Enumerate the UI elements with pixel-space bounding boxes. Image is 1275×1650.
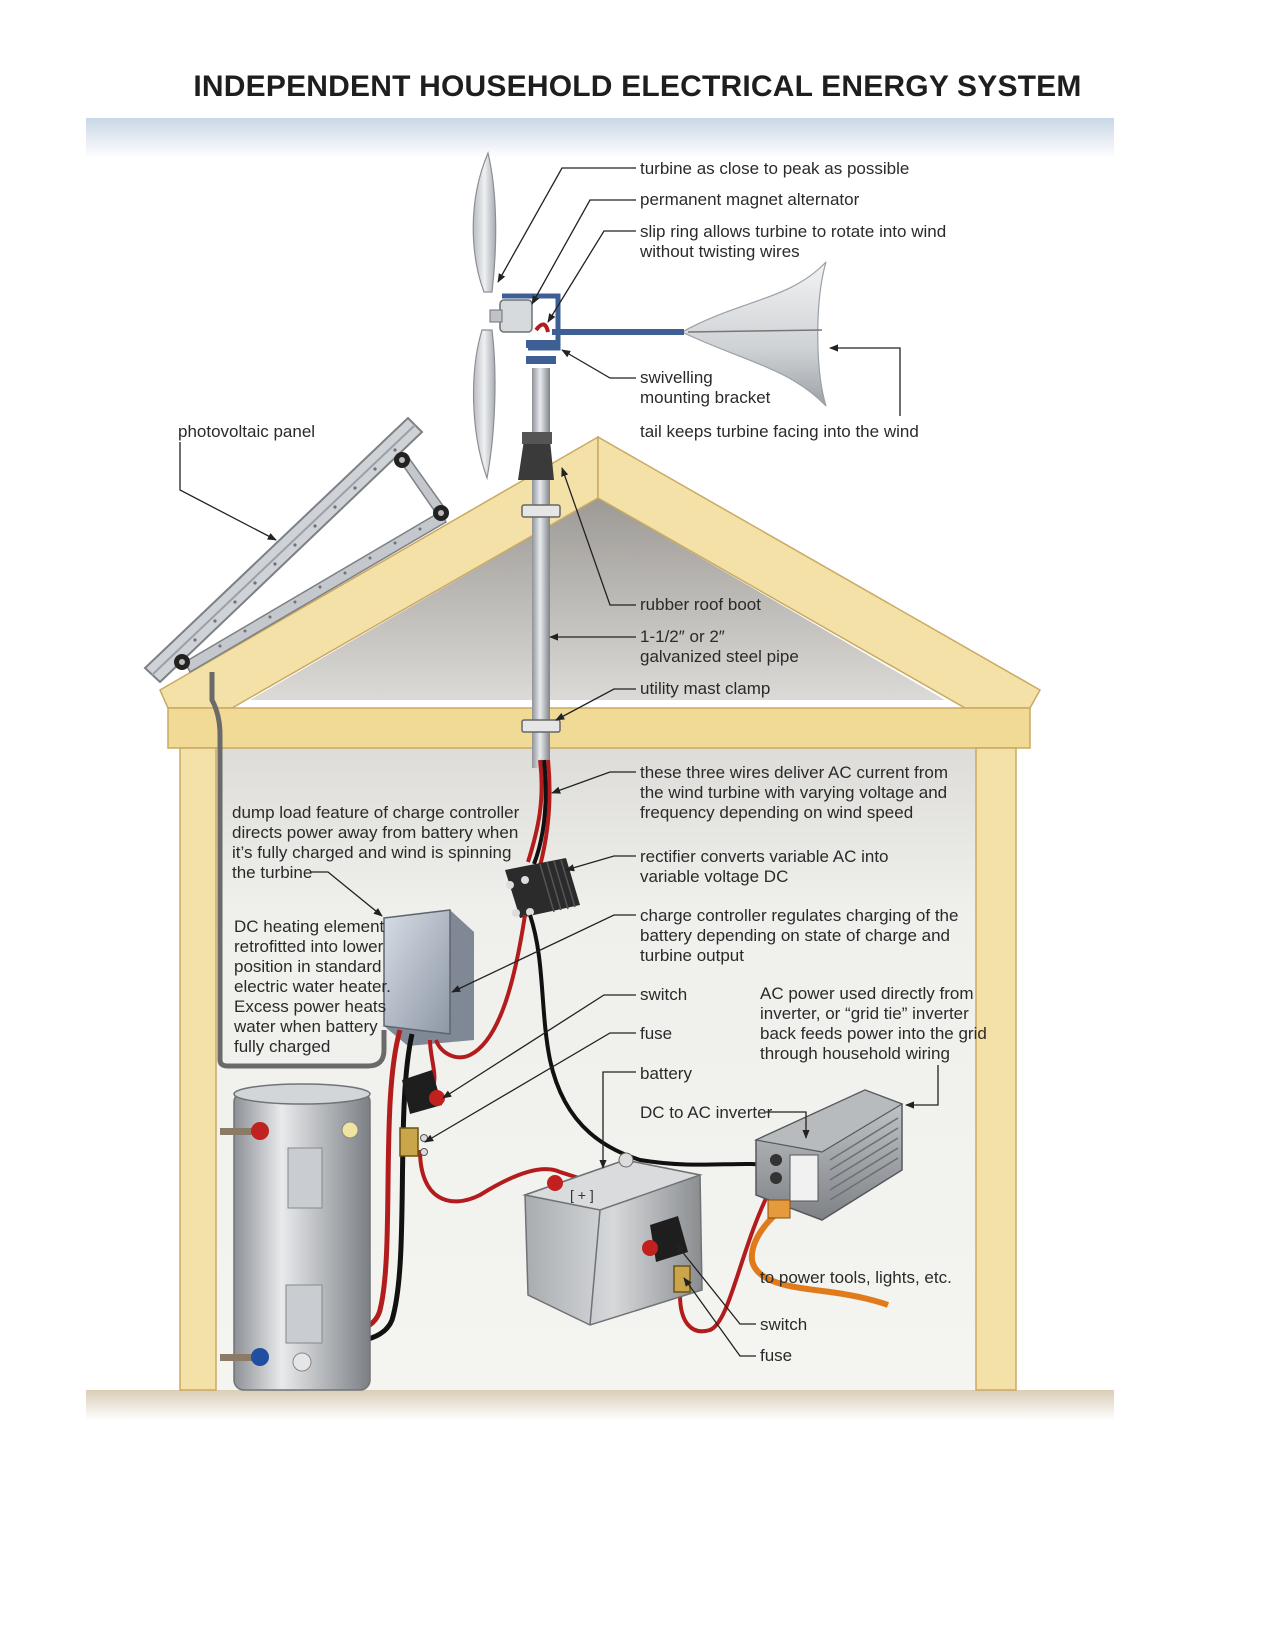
label-battery: battery xyxy=(640,1064,692,1083)
alternator xyxy=(499,299,533,333)
tail-fin xyxy=(680,261,827,407)
label-heating-element: DC heating element retrofitted into lowe… xyxy=(234,917,391,1056)
lower-fuse xyxy=(673,1265,691,1293)
label-mast-clamp: utility mast clamp xyxy=(640,679,771,698)
mast-clamp-lower xyxy=(521,719,561,733)
label-fuse-lower: fuse xyxy=(760,1346,793,1365)
photovoltaic-panel xyxy=(143,416,449,684)
label-ac-power: AC power used directly from inverter, or… xyxy=(760,984,987,1063)
leader-lines xyxy=(179,167,939,1357)
label-three-wires: these three wires deliver AC current fro… xyxy=(640,763,949,822)
battery: [ + ] xyxy=(522,1152,703,1326)
label-switch-lower: switch xyxy=(760,1315,808,1334)
label-power-tools: to power tools, lights, etc. xyxy=(760,1268,952,1287)
label-switch-upper: switch xyxy=(640,985,688,1004)
ac-wire-red-1 xyxy=(526,759,544,863)
sky-band xyxy=(86,118,1114,158)
wind-turbine xyxy=(472,151,827,481)
svg-text:[ + ]: [ + ] xyxy=(570,1187,594,1203)
battery-terminal-negative xyxy=(618,1152,634,1168)
power-cord xyxy=(748,1202,890,1308)
ac-wire-black xyxy=(532,759,548,865)
label-bracket: swivelling mounting bracket xyxy=(640,368,771,407)
label-fuse-upper: fuse xyxy=(640,1024,673,1043)
water-heater xyxy=(220,1083,371,1391)
upper-switch xyxy=(402,1070,445,1114)
right-wall xyxy=(975,747,1017,1391)
label-pipe: 1-1/2″ or 2″ galvanized steel pipe xyxy=(640,627,799,666)
wire-lower-switch-fuse-red xyxy=(678,1189,772,1334)
label-turbine-peak: turbine as close to peak as possible xyxy=(640,159,910,178)
label-inverter: DC to AC inverter xyxy=(640,1103,773,1122)
diagram-title: INDEPENDENT HOUSEHOLD ELECTRICAL ENERGY … xyxy=(193,70,1082,103)
label-roof-boot: rubber roof boot xyxy=(640,595,761,614)
ground-band xyxy=(86,1390,1114,1420)
steel-pipe-mast xyxy=(518,368,561,768)
label-slip-ring: slip ring allows turbine to rotate into … xyxy=(640,222,947,261)
label-alternator: permanent magnet alternator xyxy=(640,190,860,209)
ac-wire-red-2 xyxy=(538,759,552,867)
heating-element-panel xyxy=(285,1284,323,1344)
label-dump-load: dump load feature of charge controller d… xyxy=(232,803,520,882)
rubber-roof-boot xyxy=(518,440,554,480)
slip-ring-wire xyxy=(534,322,550,333)
pv-wire xyxy=(209,672,387,1069)
label-pv-panel: photovoltaic panel xyxy=(178,422,316,441)
rectifier xyxy=(505,858,580,918)
label-rectifier: rectifier converts variable AC into vari… xyxy=(640,847,889,886)
house xyxy=(159,435,1042,1391)
battery-terminal-positive xyxy=(547,1175,563,1191)
turbine-blade-upper xyxy=(472,151,497,293)
turbine-blade-lower xyxy=(472,329,496,481)
power-plug xyxy=(767,1199,791,1219)
mast-clamp-upper xyxy=(521,504,561,518)
wire-rectifier-to-battery-black xyxy=(528,914,776,1168)
attic-space xyxy=(250,498,945,700)
inverter xyxy=(754,1089,904,1221)
left-wall xyxy=(179,747,217,1391)
upper-fuse xyxy=(399,1127,428,1157)
wire-fuse-battery-red xyxy=(418,1149,586,1204)
inverter-outlet xyxy=(789,1154,819,1202)
label-charge-controller: charge controller regulates charging of … xyxy=(640,906,959,965)
ceiling-joist xyxy=(167,707,1031,749)
tail-boom xyxy=(552,329,684,335)
label-tail: tail keeps turbine facing into the wind xyxy=(640,422,919,441)
charge-controller xyxy=(383,909,474,1046)
